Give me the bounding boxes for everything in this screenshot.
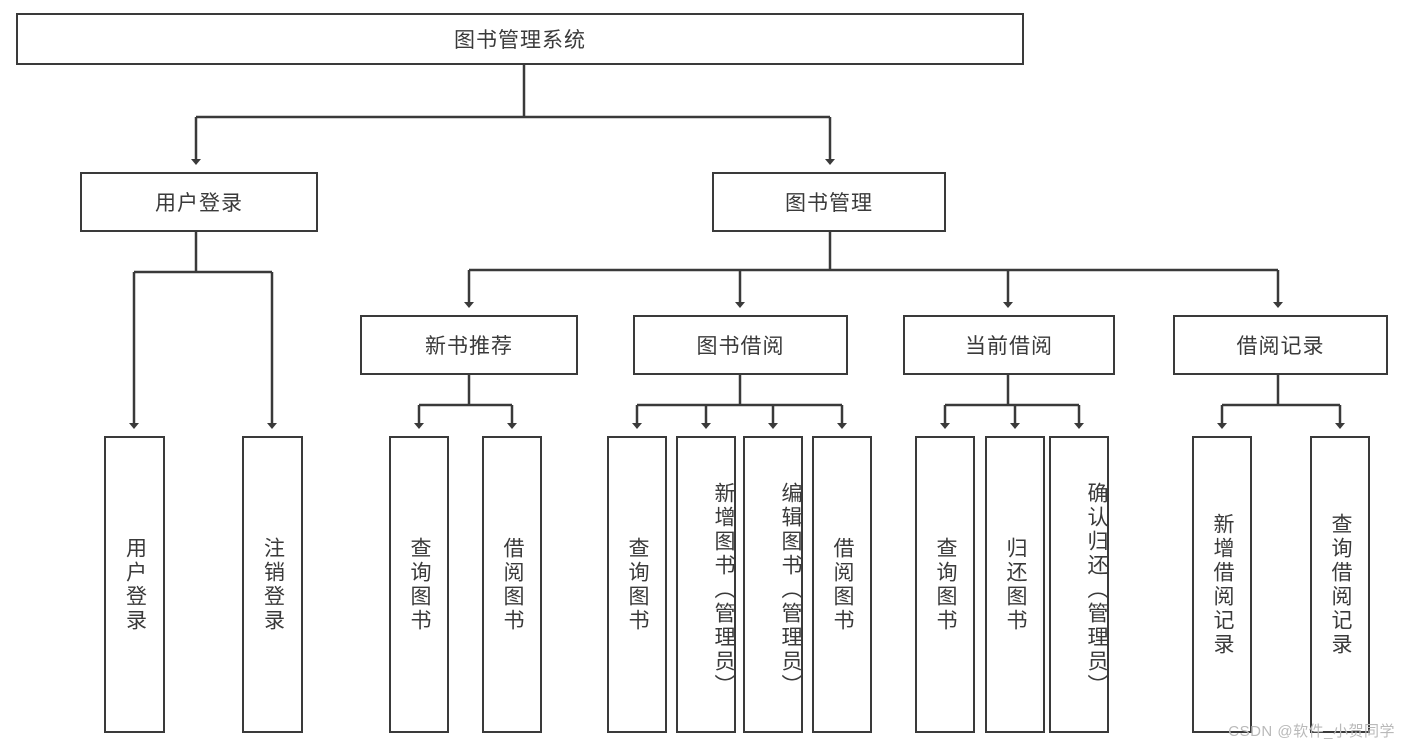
leaf-current-return-book[interactable]: 归还图书 bbox=[985, 436, 1045, 733]
node-borrow-record[interactable]: 借阅记录 bbox=[1173, 315, 1388, 375]
node-label: 查询借阅记录 bbox=[1329, 512, 1353, 657]
leaf-record-query-record[interactable]: 查询借阅记录 bbox=[1310, 436, 1370, 733]
node-label: 图书借阅 bbox=[696, 335, 785, 358]
leaf-borrow-add-book-admin[interactable]: 新增图书（管理员） bbox=[676, 436, 736, 733]
node-label: 查询图书 bbox=[626, 536, 650, 633]
node-book-borrow[interactable]: 图书借阅 bbox=[633, 315, 848, 375]
node-label: 新增图书（管理员） bbox=[712, 481, 735, 698]
node-current-borrow[interactable]: 当前借阅 bbox=[903, 315, 1115, 375]
leaf-new-book-query[interactable]: 查询图书 bbox=[389, 436, 449, 733]
node-label: 当前借阅 bbox=[965, 335, 1053, 358]
leaf-user-login-login[interactable]: 用户登录 bbox=[104, 436, 165, 733]
leaf-new-book-borrow[interactable]: 借阅图书 bbox=[482, 436, 542, 733]
leaf-user-login-logout[interactable]: 注销登录 bbox=[242, 436, 303, 733]
node-label: 注销登录 bbox=[261, 536, 285, 633]
watermark: CSDN @软件_小贺同学 bbox=[1228, 723, 1395, 740]
leaf-current-confirm-return-admin[interactable]: 确认归还（管理员） bbox=[1049, 436, 1109, 733]
leaf-record-add-record[interactable]: 新增借阅记录 bbox=[1192, 436, 1252, 733]
leaf-borrow-query-book[interactable]: 查询图书 bbox=[607, 436, 667, 733]
node-root-system[interactable]: 图书管理系统 bbox=[16, 13, 1024, 65]
node-label: 图书管理 bbox=[785, 192, 873, 215]
node-label: 查询图书 bbox=[408, 536, 432, 633]
node-label: 借阅图书 bbox=[501, 536, 525, 633]
node-label: 借阅图书 bbox=[831, 536, 855, 633]
leaf-current-query-book[interactable]: 查询图书 bbox=[915, 436, 975, 733]
node-label: 归还图书 bbox=[1004, 536, 1028, 633]
leaf-borrow-borrow-book[interactable]: 借阅图书 bbox=[812, 436, 872, 733]
node-label: 用户登录 bbox=[123, 536, 147, 633]
node-label: 新书推荐 bbox=[425, 335, 513, 358]
node-label: 借阅记录 bbox=[1236, 335, 1325, 358]
node-label: 确认归还（管理员） bbox=[1085, 481, 1108, 698]
node-label: 图书管理系统 bbox=[454, 29, 586, 52]
node-new-book-recommend[interactable]: 新书推荐 bbox=[360, 315, 578, 375]
node-label: 查询图书 bbox=[934, 536, 958, 633]
node-label: 编辑图书（管理员） bbox=[779, 481, 802, 698]
node-book-management[interactable]: 图书管理 bbox=[712, 172, 946, 232]
node-label: 用户登录 bbox=[155, 192, 243, 215]
node-user-login[interactable]: 用户登录 bbox=[80, 172, 318, 232]
leaf-borrow-edit-book-admin[interactable]: 编辑图书（管理员） bbox=[743, 436, 803, 733]
node-label: 新增借阅记录 bbox=[1211, 512, 1235, 657]
